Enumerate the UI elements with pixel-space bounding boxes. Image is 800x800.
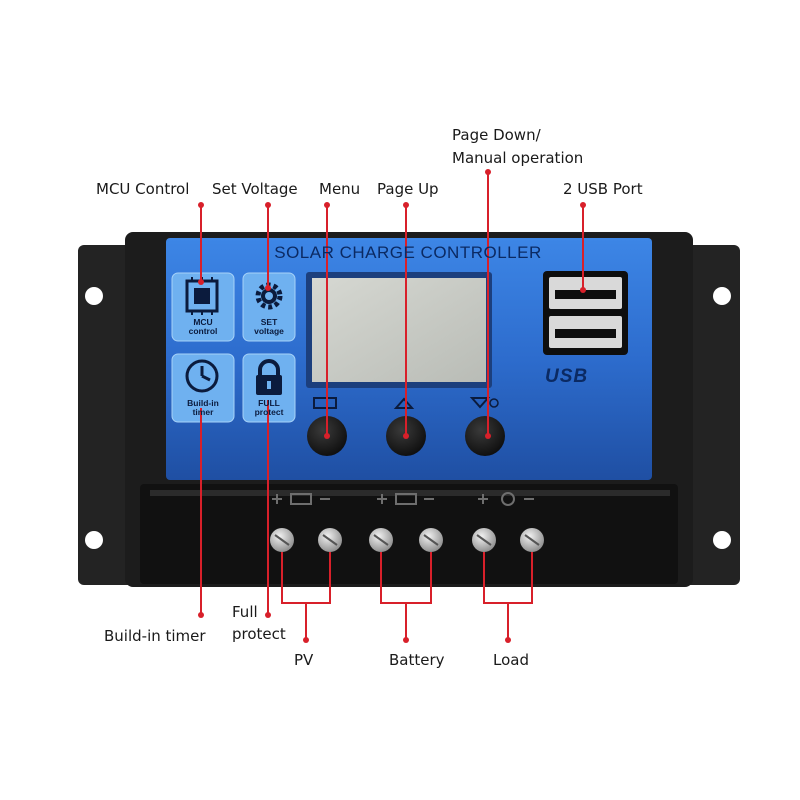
set-icon-label: SET voltage bbox=[243, 318, 295, 336]
callout-build-in-timer: Build-in timer bbox=[104, 627, 206, 645]
callout-page-down-line1: Page Down/ bbox=[452, 126, 541, 144]
mounting-tab-left bbox=[78, 245, 133, 585]
callout-pv: PV bbox=[294, 651, 314, 669]
lcd-screen bbox=[312, 278, 486, 382]
callout-menu: Menu bbox=[319, 180, 361, 198]
page-up-glyph-icon bbox=[393, 397, 415, 409]
page-down-glyph-icon bbox=[469, 397, 491, 409]
callout-usb-port: 2 USB Port bbox=[563, 180, 643, 198]
set-label-line2: voltage bbox=[254, 326, 284, 336]
terminal-symbols bbox=[272, 492, 534, 506]
callout-page-up: Page Up bbox=[377, 180, 439, 198]
mounting-tab-right bbox=[685, 245, 740, 585]
mcu-icon-label: MCU control bbox=[172, 318, 234, 336]
mcu-label-line1: MCU bbox=[193, 317, 213, 327]
gear-icon bbox=[242, 272, 296, 342]
set-label-line1: SET bbox=[260, 317, 278, 327]
callout-dots bbox=[198, 169, 586, 643]
lock-icon bbox=[242, 353, 296, 423]
protect-label-line2: protect bbox=[254, 407, 284, 417]
protect-label-line1: FULL bbox=[258, 398, 280, 408]
usb-port bbox=[543, 271, 628, 355]
protect-icon-label: FULL protect bbox=[243, 399, 295, 417]
timer-icon-label: Build-in timer bbox=[172, 399, 234, 417]
mcu-chip-icon bbox=[171, 272, 235, 342]
callout-page-down-line2: Manual operation bbox=[452, 149, 584, 167]
callout-lines bbox=[200, 172, 584, 640]
callout-full-protect-line2: protect bbox=[232, 625, 286, 643]
callout-load: Load bbox=[493, 651, 529, 669]
timer-label-line2: timer bbox=[192, 407, 214, 417]
callout-set-voltage: Set Voltage bbox=[212, 180, 298, 198]
timer-label-line1: Build-in bbox=[187, 398, 219, 408]
terminal-screws bbox=[270, 528, 544, 552]
callout-full-protect-line1: Full bbox=[232, 603, 258, 621]
callout-battery: Battery bbox=[389, 651, 445, 669]
callout-mcu-control: MCU Control bbox=[96, 180, 190, 198]
clock-icon bbox=[171, 353, 235, 423]
menu-glyph-icon bbox=[313, 397, 337, 409]
terminal-block bbox=[140, 484, 678, 584]
panel-title: SOLAR CHARGE CONTROLLER bbox=[274, 243, 542, 262]
mcu-label-line2: control bbox=[188, 326, 218, 336]
usb-logo: USB bbox=[545, 366, 589, 387]
